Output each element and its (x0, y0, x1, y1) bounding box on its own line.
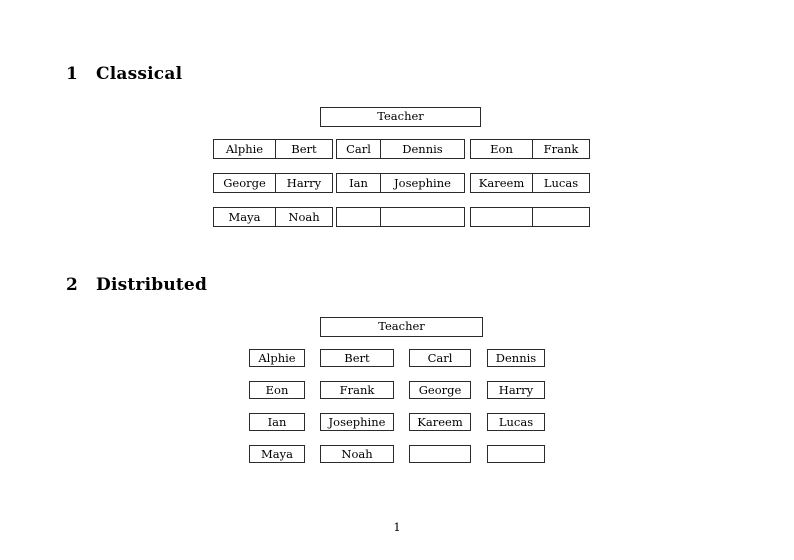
student-table: Maya Noah (213, 207, 333, 227)
student-cell: Lucas (487, 413, 545, 431)
student-cell-empty (470, 207, 533, 227)
student-cell-empty (532, 207, 590, 227)
student-cell: Dennis (380, 139, 465, 159)
student-cell: Josephine (320, 413, 394, 431)
student-cell: Bert (320, 349, 394, 367)
student-cell: Harry (487, 381, 545, 399)
section-title: Distributed (96, 275, 208, 295)
student-cell-empty (336, 207, 381, 227)
section-title: Classical (96, 64, 183, 84)
section-heading-distributed: 2 Distributed (66, 275, 207, 295)
student-table: Kareem Lucas (470, 173, 590, 193)
table-row: Maya Noah (213, 207, 333, 227)
teacher-box-distributed: Teacher (320, 317, 483, 337)
student-cell-empty (380, 207, 465, 227)
classical-group-right: Eon Frank Kareem Lucas (470, 139, 590, 227)
table-row: Eon Frank George Harry (249, 381, 545, 399)
student-cell: Ian (249, 413, 305, 431)
table-row (470, 207, 590, 227)
page-number: 1 (393, 520, 401, 534)
student-cell: Frank (532, 139, 590, 159)
student-table (470, 207, 590, 227)
table-row: Maya Noah (249, 445, 545, 463)
table-row: Teacher (320, 107, 481, 127)
student-table: Eon Frank (470, 139, 590, 159)
student-cell: George (409, 381, 471, 399)
student-cell: Harry (275, 173, 333, 193)
student-cell-empty (487, 445, 545, 463)
classical-group-middle: Carl Dennis Ian Josephine (336, 139, 465, 227)
student-cell: Alphie (213, 139, 276, 159)
table-row: George Harry (213, 173, 333, 193)
teacher-cell: Teacher (320, 107, 481, 127)
student-table: Alphie Bert (213, 139, 333, 159)
section-heading-classical: 1 Classical (66, 64, 182, 84)
student-cell: Alphie (249, 349, 305, 367)
table-row: Ian Josephine (336, 173, 465, 193)
student-cell: Maya (213, 207, 276, 227)
student-cell: Carl (409, 349, 471, 367)
table-row (336, 207, 465, 227)
table-row: Ian Josephine Kareem Lucas (249, 413, 545, 431)
student-cell: Noah (320, 445, 394, 463)
teacher-box-classical: Teacher (320, 107, 481, 127)
teacher-cell: Teacher (320, 317, 483, 337)
section-number: 2 (66, 275, 79, 295)
student-cell-empty (409, 445, 471, 463)
table-row: Carl Dennis (336, 139, 465, 159)
student-table (336, 207, 465, 227)
student-table: Carl Dennis (336, 139, 465, 159)
student-cell: Kareem (470, 173, 533, 193)
student-cell: Eon (470, 139, 533, 159)
section-number: 1 (66, 64, 79, 84)
student-cell: Noah (275, 207, 333, 227)
student-cell: Dennis (487, 349, 545, 367)
student-cell: Frank (320, 381, 394, 399)
student-table: George Harry (213, 173, 333, 193)
student-cell: Ian (336, 173, 381, 193)
table-row: Alphie Bert (213, 139, 333, 159)
student-cell: Bert (275, 139, 333, 159)
student-cell: Josephine (380, 173, 465, 193)
table-row: Eon Frank (470, 139, 590, 159)
table-row: Alphie Bert Carl Dennis (249, 349, 545, 367)
student-cell: Carl (336, 139, 381, 159)
student-cell: Eon (249, 381, 305, 399)
classical-group-left: Alphie Bert George Harry Maya Noah (213, 139, 333, 227)
student-table: Ian Josephine (336, 173, 465, 193)
student-cell: Maya (249, 445, 305, 463)
student-cell: George (213, 173, 276, 193)
student-cell: Lucas (532, 173, 590, 193)
table-row: Kareem Lucas (470, 173, 590, 193)
student-cell: Kareem (409, 413, 471, 431)
distributed-grid: Alphie Bert Carl Dennis Eon Frank George… (249, 349, 545, 463)
table-row: Teacher (320, 317, 483, 337)
